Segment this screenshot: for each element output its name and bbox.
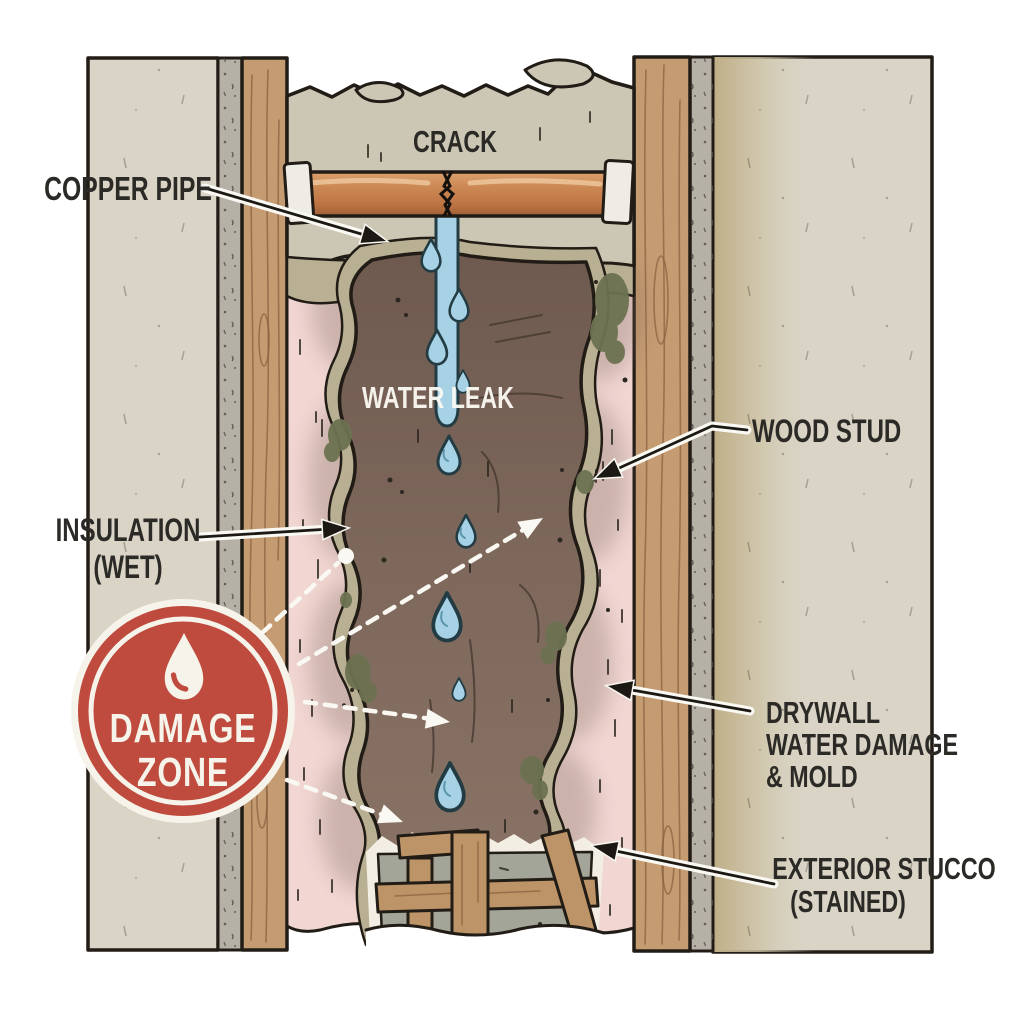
label-insulation-line2: (WET) [93,549,162,585]
arrow-wood-stud [592,421,752,480]
label-stucco-line2: (STAINED) [790,884,906,919]
badge-inner-ring [88,616,278,806]
label-stucco-line1: EXTERIOR STUCCO [772,851,995,886]
arrow-drywall [603,679,755,716]
label-insulation-line1: INSULATION [56,512,201,548]
arrow-exterior-stucco [588,840,779,889]
wood-bracing [374,828,600,938]
copper-pipe [282,159,635,226]
bottom-framing-opening [364,828,606,952]
water-leak-stream [420,202,477,813]
pointer-dot [338,548,354,564]
label-drywall-line2: WATER DAMAGE [766,727,958,762]
badge-line1: DAMAGE [110,705,257,751]
dashed-pointer-upper [296,524,531,667]
water-droplet-icon [164,633,204,700]
label-copper-pipe: COPPER PIPE [44,172,212,208]
speckle-dots [342,280,628,815]
label-crack: CRACK [413,124,497,159]
dashed-pointers [259,518,543,824]
label-water-leak: WATER LEAK [362,380,514,415]
arrow-insulation [195,518,352,542]
label-drywall-line3: & MOLD [766,759,858,794]
pipe-clamp-left [282,160,316,226]
mold-patches [324,273,629,800]
dashed-pointer-middle [302,699,435,722]
drip-highlights [440,449,466,797]
label-drywall-line1: DRYWALL [766,695,880,730]
badge-line2: ZONE [137,749,229,795]
bottom-tear-white [366,925,604,952]
labels: CRACK COPPER PIPE WATER LEAK WOOD STUD I… [44,124,996,919]
dashed-pointer-lower [284,777,389,819]
damage-zone-badge: DAMAGE ZONE [71,599,295,823]
arrow-copper-pipe [200,183,391,245]
pipe-clamp-right [601,159,635,225]
label-arrows [195,183,779,889]
badge-red-disc [78,606,288,816]
wall-cavity [282,58,642,952]
right-wall-assembly [632,55,934,954]
left-wood-stud [240,56,289,952]
label-wood-stud: WOOD STUD [752,413,901,449]
dashed-pointer-dot-line [259,560,341,636]
